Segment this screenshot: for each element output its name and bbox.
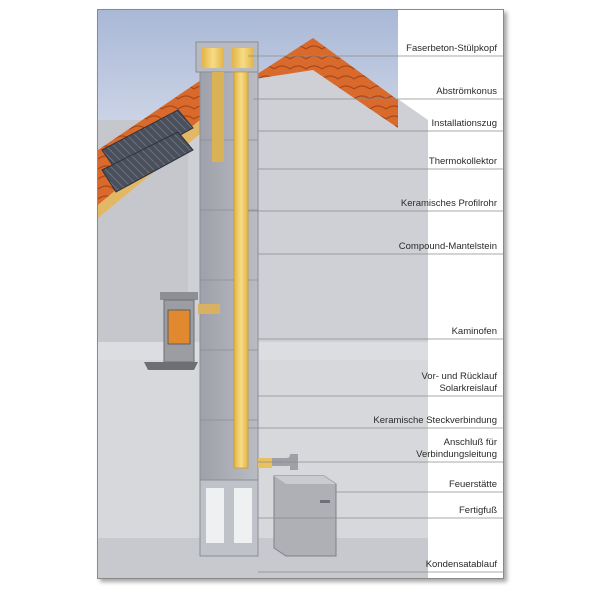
basement-floor: [98, 538, 428, 578]
label-line: Faserbeton-Stülpkopf: [406, 43, 497, 54]
roof-right: [248, 38, 398, 128]
label-line: Compound-Mantelstein: [398, 241, 497, 252]
label-kaminofen: Kaminofen: [452, 326, 497, 338]
upper-floor-slab: [98, 342, 428, 360]
label-line: Verbindungsleitung: [416, 449, 497, 460]
label-fertigfuss: Fertigfuß: [459, 505, 497, 517]
label-line: Vor- und Rücklauf: [421, 371, 497, 382]
label-line: Keramisches Profilrohr: [400, 198, 497, 209]
label-faserbeton: Faserbeton-Stülpkopf: [406, 43, 497, 55]
label-line: Fertigfuß: [458, 505, 497, 516]
label-line: Keramische Steckverbindung: [373, 415, 497, 426]
installation-duct: [212, 72, 224, 162]
label-line: Kaminofen: [451, 326, 497, 337]
chimney-cutaway-illustration: [98, 10, 503, 578]
ceramic-flue-liner: [233, 71, 249, 469]
label-line: Installationszug: [431, 118, 497, 129]
label-steckverbindung: Keramische Steckverbindung: [373, 415, 497, 427]
label-installationszug: Installationszug: [432, 118, 497, 130]
label-line: Anschluß für: [443, 437, 497, 448]
solar-collector: [101, 109, 194, 171]
label-thermokollektor: Thermokollektor: [429, 156, 497, 168]
label-feuerstaette: Feuerstätte: [449, 479, 497, 491]
label-line: Thermokollektor: [428, 156, 497, 167]
label-kondensatablauf: Kondensatablauf: [426, 559, 497, 571]
leader-lines: [248, 55, 503, 573]
label-line: Solarkreislauf: [439, 383, 497, 394]
label-mantelstein: Compound-Mantelstein: [399, 241, 497, 253]
label-abstroemkonus: Abströmkonus: [436, 86, 497, 98]
abstroemkonus: [202, 48, 224, 68]
fireplace-stove: [144, 292, 220, 370]
label-line: Kondensatablauf: [425, 559, 497, 570]
label-line: Feuerstätte: [448, 479, 497, 490]
label-line: Abströmkonus: [436, 86, 497, 97]
label-profilrohr: Keramisches Profilrohr: [401, 198, 497, 210]
